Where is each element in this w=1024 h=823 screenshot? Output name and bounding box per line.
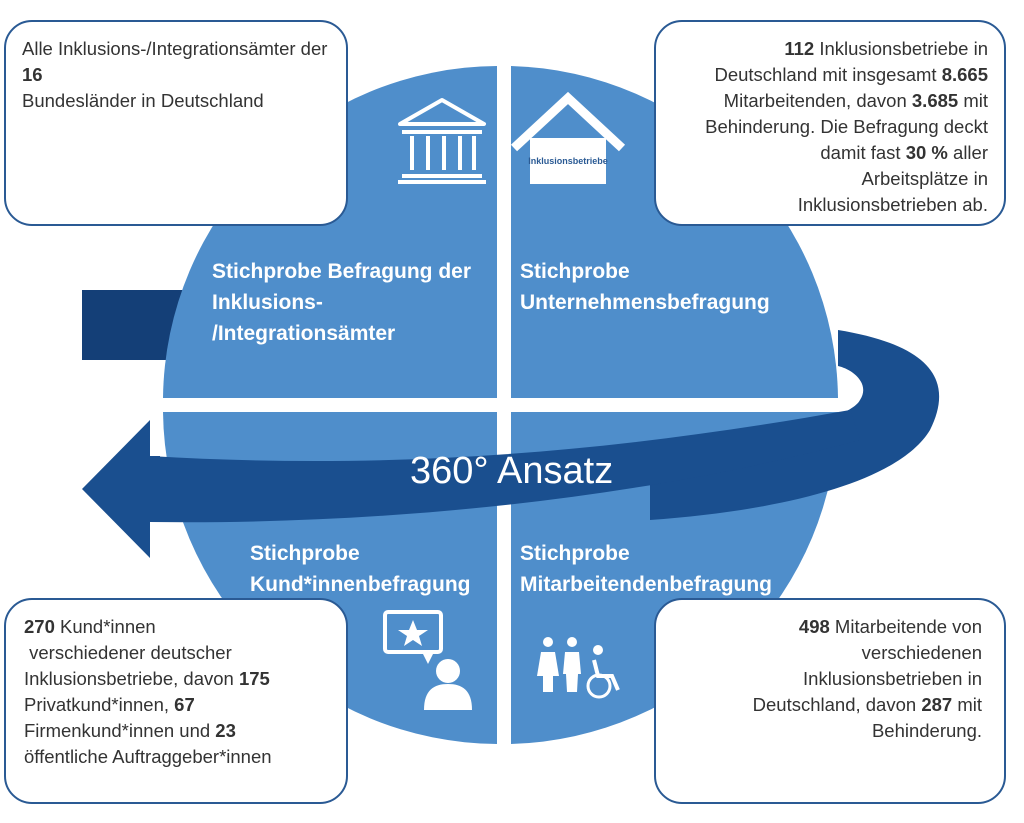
house-sign-text: Inklusionsbetriebe	[528, 156, 608, 166]
label-line: Stichprobe	[250, 542, 360, 565]
arrow-band-front	[150, 410, 860, 523]
arrow-band-curl	[650, 330, 940, 520]
highlight-number: 8.665	[941, 64, 988, 85]
highlight-number: 175	[238, 668, 270, 689]
highlight-number: 112	[784, 38, 815, 59]
label-line: Inklusions-	[212, 291, 323, 314]
house-icon: Inklusionsbetriebe	[510, 91, 626, 184]
person-icon	[424, 659, 472, 710]
highlight-number: 67	[174, 694, 195, 715]
label-line: /Integrationsämter	[212, 322, 396, 345]
label-line: Stichprobe	[520, 260, 630, 283]
label-line: Mitarbeitendenbefragung	[520, 573, 773, 596]
label-line: Unternehmensbefragung	[520, 291, 770, 314]
info-box-authorities: Alle Inklusions-/Integrationsämter der 1…	[4, 20, 348, 226]
highlight-number: 16	[22, 64, 43, 85]
arrow-head-shaft	[148, 456, 160, 522]
highlight-number: 498	[798, 616, 830, 637]
speech-bubble-star-icon	[383, 610, 443, 664]
label-line: Kund*innenbefragung	[250, 573, 471, 596]
label-line: Stichprobe	[520, 542, 630, 565]
highlight-number: 30 %	[905, 142, 948, 163]
highlight-number: 287	[921, 694, 953, 715]
people-wheelchair-icon	[537, 637, 620, 699]
arrow-head	[82, 420, 150, 558]
center-title: 360° Ansatz	[410, 450, 614, 492]
highlight-number: 270	[24, 616, 55, 637]
building-columns-icon	[398, 98, 486, 184]
label-line: Stichprobe Befragung der	[212, 260, 472, 283]
highlight-number: 3.685	[911, 90, 959, 111]
highlight-number: 23	[215, 720, 236, 741]
